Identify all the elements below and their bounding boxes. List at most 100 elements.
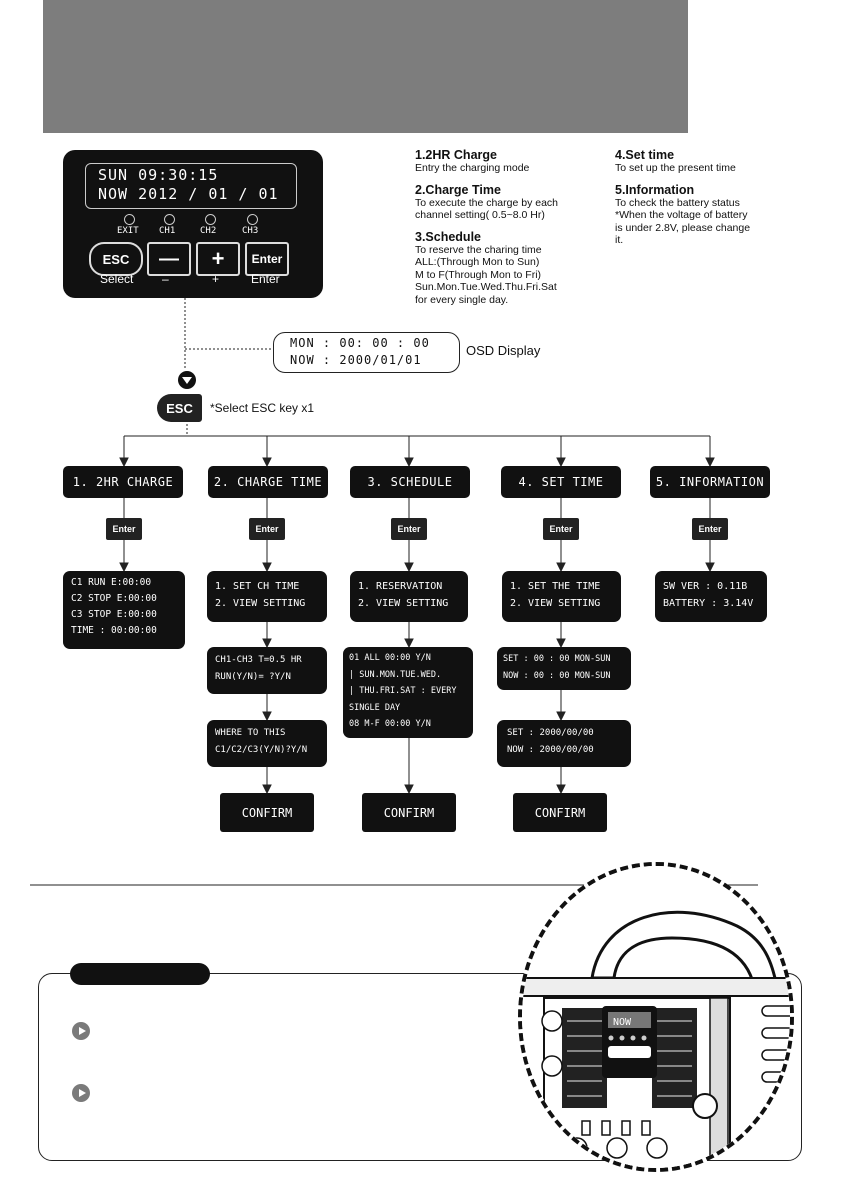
menu-header-2hr-charge[interactable]: 1. 2HR CHARGE	[63, 466, 183, 498]
screen-line: NOW : 00 : 00 MON-SUN	[503, 671, 611, 681]
device-minus-button[interactable]: —	[147, 242, 191, 276]
bottom-note-panel	[38, 973, 802, 1161]
device-lcd-screen: SUN 09:30:15 NOW 2012 / 01 / 01	[85, 163, 297, 209]
desc-schedule-text: Sun.Mon.Tue.Wed.Thu.Fri.Sat	[415, 281, 557, 293]
product-closeup-photo: NOW	[518, 862, 794, 1172]
desc-charge-time-text: To execute the charge by each	[415, 196, 559, 209]
enter-key-icon: Enter	[249, 518, 285, 540]
channel-time-screen: CH1-CH3 T=0.5 HR RUN(Y/N)= ?Y/N	[207, 647, 327, 694]
desc-information-text: is under 2.8V, please change	[615, 221, 751, 234]
schedule-detail-screen: 01 ALL 00:00 Y/N | SUN.MON.TUE.WED. | TH…	[343, 647, 473, 738]
flow-connectors	[30, 298, 758, 886]
ch2-led-icon	[205, 214, 216, 225]
screen-line: SET : 00 : 00 MON-SUN	[503, 654, 611, 664]
menu-option[interactable]: 2. VIEW SETTING	[358, 598, 449, 609]
play-bullet-icon	[72, 1022, 90, 1040]
desc-schedule-text: M to F(Through Mon to Fri)	[415, 268, 542, 281]
device-enter-button[interactable]: Enter	[245, 242, 289, 276]
screen-line: CH1-CH3 T=0.5 HR	[215, 655, 302, 665]
description-column-left: 1.2HR Charge Entry the charging mode 2.C…	[415, 148, 585, 314]
play-bullet-icon	[72, 1084, 90, 1102]
led-label-ch2: CH2	[200, 226, 217, 236]
menu-option[interactable]: 1. SET THE TIME	[510, 581, 601, 592]
charger-unit-illustration: NOW	[522, 866, 790, 1168]
information-screen: SW VER : 0.11B BATTERY : 3.14V	[655, 571, 767, 622]
channel-select-screen: WHERE TO THIS C1/C2/C3(Y/N)?Y/N	[207, 720, 327, 767]
menu-option[interactable]: 1. RESERVATION	[358, 581, 443, 592]
esc-key-button[interactable]: ESC	[157, 394, 202, 422]
osd-display-box: MON : 00: 00 : 00 NOW : 2000/01/01	[273, 332, 460, 373]
desc-information-text: To check the battery status	[615, 196, 740, 209]
osd-display-label: OSD Display	[466, 343, 541, 358]
button-label-plus: +	[212, 272, 220, 286]
set-time-screen: SET : 00 : 00 MON-SUN NOW : 00 : 00 MON-…	[497, 647, 631, 690]
screen-line: SINGLE DAY	[349, 702, 401, 713]
osd-line-2: NOW : 2000/01/01	[290, 353, 422, 367]
desc-information-text: it.	[615, 234, 624, 246]
section-tab	[70, 963, 210, 985]
enter-key-icon: Enter	[106, 518, 142, 540]
menu-header-information[interactable]: 5. INFORMATION	[650, 466, 770, 498]
menu-header-charge-time[interactable]: 2. CHARGE TIME	[208, 466, 328, 498]
menu-option[interactable]: 2. VIEW SETTING	[215, 598, 306, 609]
osd-line-1: MON : 00: 00 : 00	[290, 336, 430, 350]
screen-line: SET : 2000/00/00	[507, 728, 594, 738]
screen-line: 01 ALL 00:00 Y/N	[349, 653, 431, 663]
screen-line: | SUN.MON.TUE.WED.	[349, 669, 442, 680]
led-indicators: EXIT CH1 CH2 CH3	[110, 214, 270, 238]
status-line: C2 STOP E:00:00	[71, 593, 157, 604]
desc-2hr-charge-text: Entry the charging mode	[415, 162, 530, 174]
menu-option[interactable]: 2. VIEW SETTING	[510, 598, 601, 609]
lcd-line-2: NOW 2012 / 01 / 01	[98, 185, 279, 203]
info-line: BATTERY : 3.14V	[663, 598, 754, 609]
esc-select-note: *Select ESC key x1	[210, 401, 315, 415]
device-plus-button[interactable]: +	[196, 242, 240, 276]
enter-key-icon: Enter	[543, 518, 579, 540]
led-label-ch1: CH1	[159, 226, 176, 236]
status-line: C1 RUN E:00:00	[71, 577, 152, 588]
button-label-minus: –	[162, 272, 169, 286]
confirm-button[interactable]: CONFIRM	[220, 793, 314, 832]
set-date-screen: SET : 2000/00/00 NOW : 2000/00/00	[497, 720, 631, 767]
desc-information-title: 5.Information	[615, 182, 695, 197]
header-band	[43, 0, 688, 133]
desc-2hr-charge-title: 1.2HR Charge	[415, 148, 497, 162]
screen-line: WHERE TO THIS	[215, 728, 286, 738]
device-esc-button[interactable]: ESC	[89, 242, 143, 276]
status-line: C3 STOP E:00:00	[71, 609, 157, 620]
description-column-right: 4.Set time To set up the present time 5.…	[615, 148, 785, 255]
menu-header-schedule[interactable]: 3. SCHEDULE	[350, 466, 470, 498]
status-line: TIME : 00:00:00	[71, 625, 157, 636]
menu-option[interactable]: 1. SET CH TIME	[215, 581, 300, 592]
desc-set-time-title: 4.Set time	[615, 148, 675, 162]
screen-line: RUN(Y/N)= ?Y/N	[215, 672, 291, 682]
screen-line: | THU.FRI.SAT : EVERY	[349, 686, 457, 696]
charge-status-screen: C1 RUN E:00:00 C2 STOP E:00:00 C3 STOP E…	[63, 571, 185, 649]
desc-schedule-text: To reserve the charing time	[415, 243, 542, 256]
charge-time-menu-screen: 1. SET CH TIME 2. VIEW SETTING	[207, 571, 327, 622]
desc-schedule-text: ALL:(Through Mon to Sun)	[415, 256, 540, 268]
exit-led-icon	[124, 214, 135, 225]
down-arrow-icon	[178, 371, 196, 389]
desc-schedule-title: 3.Schedule	[415, 229, 481, 244]
confirm-button[interactable]: CONFIRM	[513, 793, 607, 832]
desc-charge-time-title: 2.Charge Time	[415, 182, 501, 197]
ch3-led-icon	[247, 214, 258, 225]
ch1-led-icon	[164, 214, 175, 225]
desc-charge-time-text: channel setting( 0.5~8.0 Hr)	[415, 209, 545, 221]
enter-key-icon: Enter	[692, 518, 728, 540]
confirm-button[interactable]: CONFIRM	[362, 793, 456, 832]
desc-schedule-text: for every single day.	[415, 293, 509, 306]
desc-set-time-text: To set up the present time	[615, 162, 736, 174]
menu-header-set-time[interactable]: 4. SET TIME	[501, 466, 621, 498]
desc-information-text: *When the voltage of battery	[615, 209, 748, 221]
led-label-exit: EXIT	[117, 226, 139, 236]
enter-key-icon: Enter	[391, 518, 427, 540]
photo-lcd-text: NOW	[613, 1017, 632, 1028]
button-label-select: Select	[100, 272, 134, 286]
screen-line: C1/C2/C3(Y/N)?Y/N	[215, 745, 308, 755]
screen-line: NOW : 2000/00/00	[507, 745, 594, 755]
button-label-enter: Enter	[251, 272, 280, 286]
schedule-menu-screen: 1. RESERVATION 2. VIEW SETTING	[350, 571, 468, 622]
info-line: SW VER : 0.11B	[663, 581, 748, 592]
